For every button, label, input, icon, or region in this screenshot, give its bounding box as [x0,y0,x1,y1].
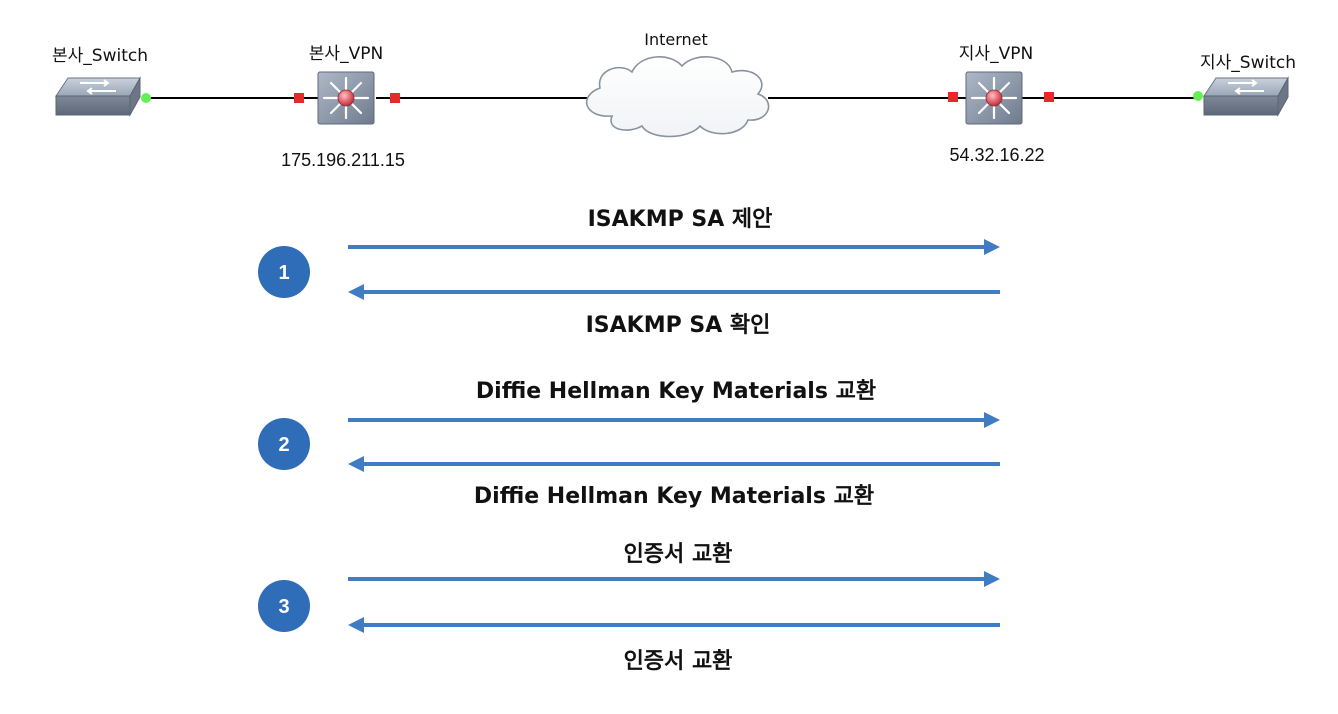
internet-cloud[interactable]: Internet [585,30,770,138]
step-3-reverse-label: 인증서 교환 [624,649,733,674]
hq-switch-label: 본사_Switch [52,46,148,66]
port-red [948,92,958,102]
vpn-router-icon [317,71,375,125]
network-switch-icon [1203,76,1289,117]
port-red [390,93,400,103]
step-2-forward-label: Diffie Hellman Key Materials 교환 [476,379,876,404]
step-1-number: 1 [278,262,289,284]
cloud-icon [585,56,770,138]
step-3-badge [258,580,310,632]
port-red [294,93,304,103]
vpn-router-icon [965,71,1023,125]
step-1-badge [258,246,310,298]
hq-switch[interactable]: 본사_Switch [52,46,151,117]
forward-arrow [348,412,1000,428]
reverse-arrow [348,284,1000,300]
hq-vpn-label: 본사_VPN [309,44,383,64]
branch-vpn[interactable]: 지사_VPN 54.32.16.22 [948,44,1054,165]
internet-label: Internet [644,30,708,49]
forward-arrow [348,239,1000,255]
port-green [1193,91,1203,101]
reverse-arrow [348,456,1000,472]
branch-vpn-ip: 54.32.16.22 [949,145,1044,165]
branch-switch-label: 지사_Switch [1200,53,1296,73]
step-2-reverse-label: Diffie Hellman Key Materials 교환 [474,484,874,509]
step-2-number: 2 [278,434,289,456]
forward-arrow [348,571,1000,587]
step-3-number: 3 [278,596,289,618]
port-green [141,93,151,103]
step-2-badge [258,418,310,470]
step-1-forward-label: ISAKMP SA 제안 [588,207,773,232]
branch-switch[interactable]: 지사_Switch [1193,53,1296,117]
network-switch-icon [55,76,141,117]
step-1: ISAKMP SA 제안 1 ISAKMP SA 확인 [258,207,1000,338]
step-1-reverse-label: ISAKMP SA 확인 [586,313,771,338]
hq-vpn-ip: 175.196.211.15 [281,150,405,170]
hq-vpn[interactable]: 본사_VPN 175.196.211.15 [281,44,405,170]
branch-vpn-label: 지사_VPN [959,44,1033,64]
port-red [1044,92,1054,102]
step-3-forward-label: 인증서 교환 [624,542,733,567]
reverse-arrow [348,617,1000,633]
step-2: Diffie Hellman Key Materials 교환 2 Diffie… [258,379,1000,509]
step-3: 인증서 교환 3 인증서 교환 [258,542,1000,674]
